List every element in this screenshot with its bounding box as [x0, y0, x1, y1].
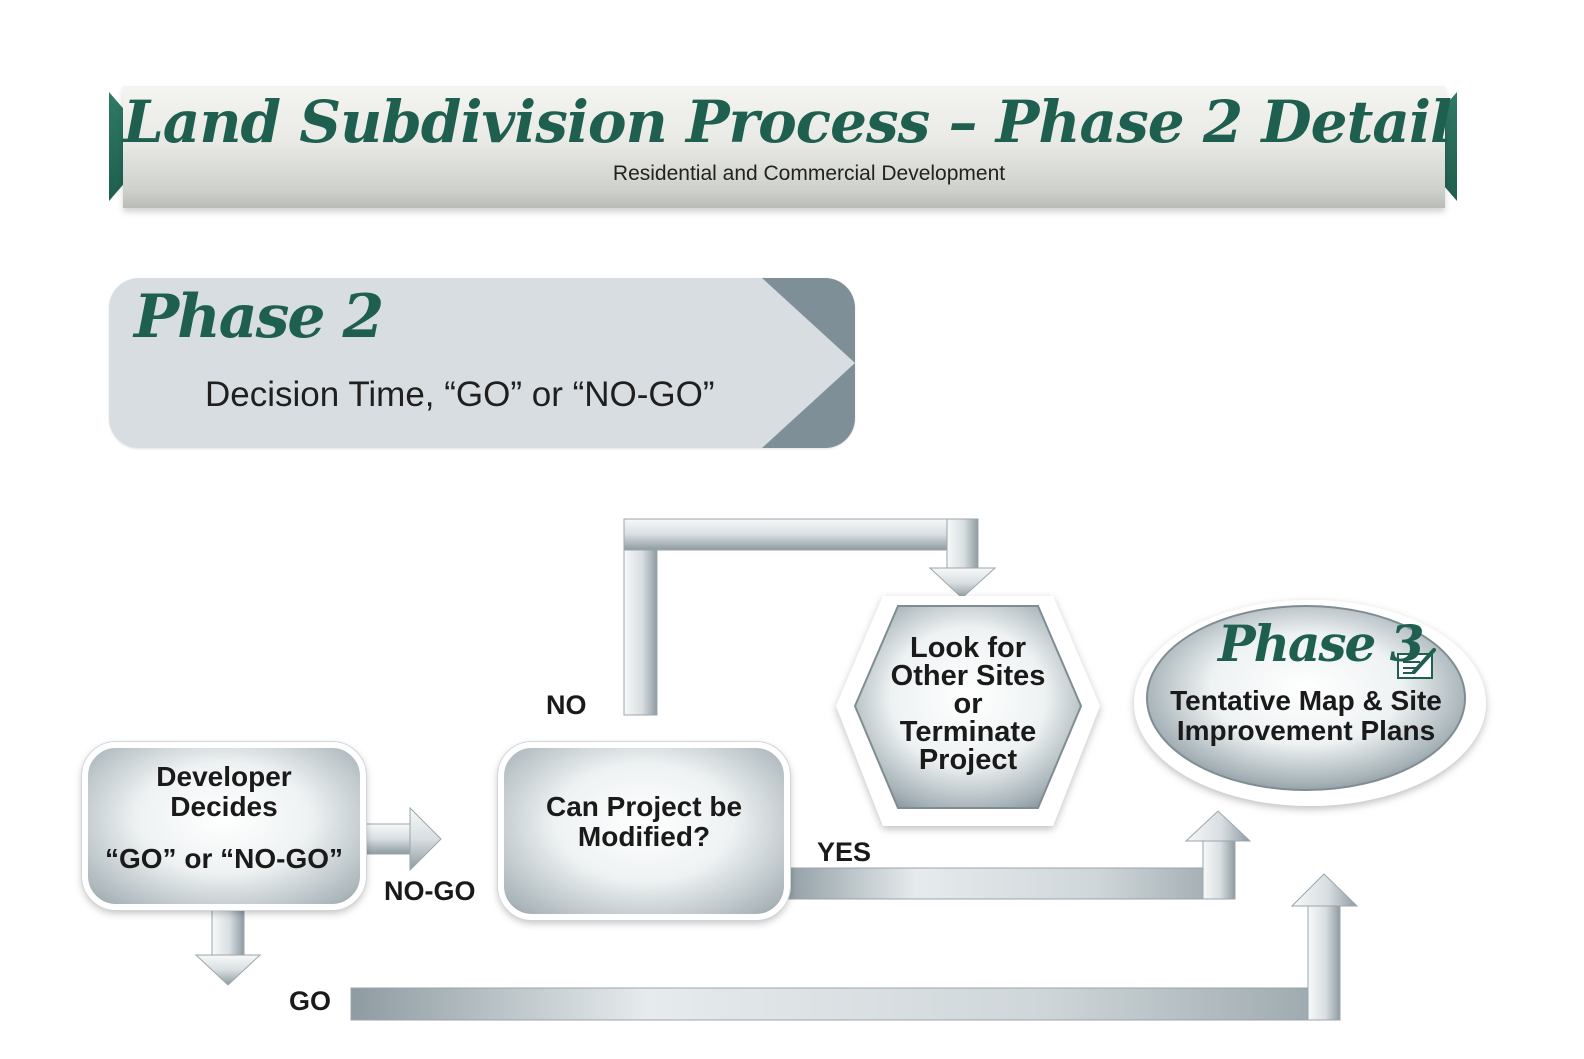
- other-sites-line5: Project: [918, 744, 1018, 776]
- other-sites-text: Look for Other Sites or Terminate Projec…: [848, 632, 1088, 776]
- phase-header-box: [109, 278, 855, 448]
- go-path-arrow: [194, 873, 1359, 1021]
- label-yes: YES: [817, 837, 872, 867]
- page-title: Land Subdivision Process – Phase 2 Detai…: [123, 88, 1452, 156]
- developer-line2: Decides: [170, 791, 278, 822]
- developer-decision-text: Developer Decides “GO” or “NO-GO”: [82, 763, 366, 873]
- phase-title: Phase 2: [134, 282, 384, 352]
- no-go-arrow: [365, 806, 442, 872]
- phase3-text: Tentative Map & Site Improvement Plans: [1150, 686, 1462, 746]
- document-pen-icon: [1397, 648, 1436, 679]
- other-sites-hexagon: [836, 596, 1100, 826]
- title-banner: [123, 86, 1445, 208]
- phase3-line1: Tentative Map & Site: [1170, 685, 1442, 716]
- developer-decision-box: [82, 742, 366, 910]
- yes-path-arrow: [779, 810, 1252, 900]
- label-go: GO: [289, 986, 332, 1016]
- no-path-arrow: [623, 518, 997, 716]
- other-sites-line2: Other Sites: [890, 660, 1046, 692]
- phase3-title: Phase 3: [1218, 614, 1425, 673]
- developer-line1: Developer: [156, 761, 292, 792]
- modify-decision-text: Can Project be Modified?: [498, 793, 790, 851]
- modify-decision-box: [498, 742, 790, 920]
- phase3-line2: Improvement Plans: [1176, 715, 1436, 746]
- modify-line1: Can Project be: [545, 791, 743, 822]
- phase-subtitle: Decision Time, “GO” or “NO-GO”: [205, 375, 715, 414]
- phase3-ellipse: [1134, 600, 1486, 806]
- developer-line3: “GO” or “NO-GO”: [105, 843, 343, 874]
- modify-line2: Modified?: [577, 821, 711, 852]
- page-subtitle: Residential and Commercial Development: [612, 162, 1006, 185]
- other-sites-line3: or: [953, 688, 983, 720]
- other-sites-line4: Terminate: [899, 716, 1037, 748]
- label-no: NO: [546, 690, 587, 720]
- label-no-go: NO-GO: [384, 876, 476, 906]
- other-sites-line1: Look for: [910, 632, 1026, 664]
